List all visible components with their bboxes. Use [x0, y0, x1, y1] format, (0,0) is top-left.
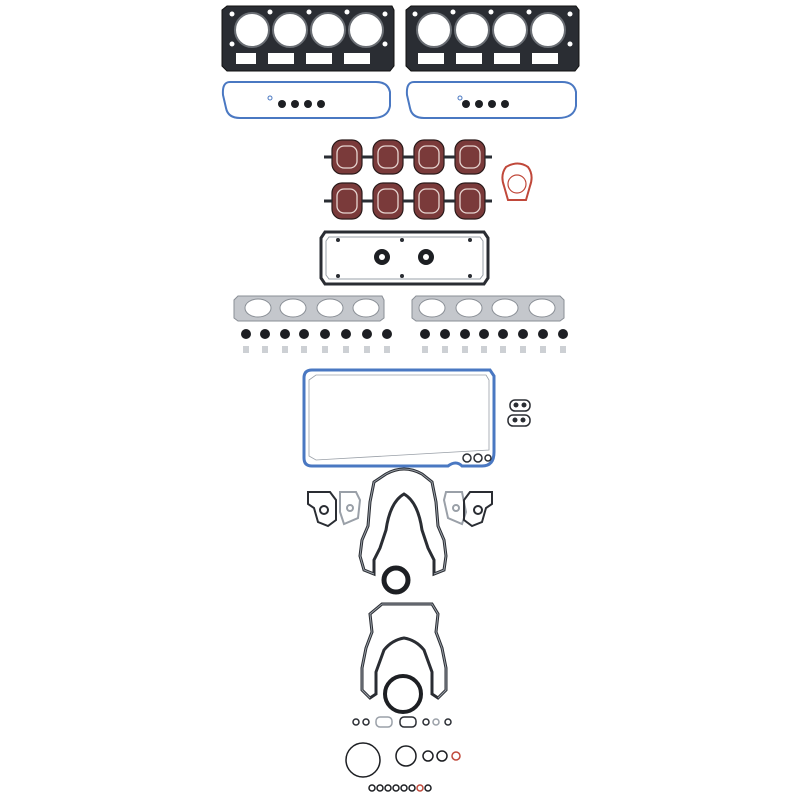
rear-cover-gasket — [360, 602, 448, 700]
cylinder-head-gasket-left — [221, 5, 395, 72]
oil-pan-gasket — [302, 368, 496, 468]
exhaust-manifold-gasket-right — [411, 295, 565, 322]
valve-cover-gasket-left — [221, 81, 391, 119]
exhaust-manifold-gasket-left — [233, 295, 385, 322]
rear-main-seal — [383, 674, 423, 714]
water-pump-gaskets — [307, 491, 493, 528]
cylinder-head-gasket-right — [405, 5, 580, 72]
misc-small-gaskets — [352, 716, 452, 728]
o-rings — [345, 742, 461, 792]
throttle-body-gasket — [501, 162, 533, 201]
valve-stem-seals — [241, 329, 568, 353]
intake-manifold-gaskets — [324, 139, 492, 220]
timing-cover-gasket — [358, 467, 448, 577]
oil-filter-adapter-gaskets — [507, 399, 531, 427]
lifter-valley-cover-gasket — [319, 230, 490, 286]
front-crank-seal — [381, 565, 411, 595]
valve-cover-gasket-right — [405, 81, 577, 119]
